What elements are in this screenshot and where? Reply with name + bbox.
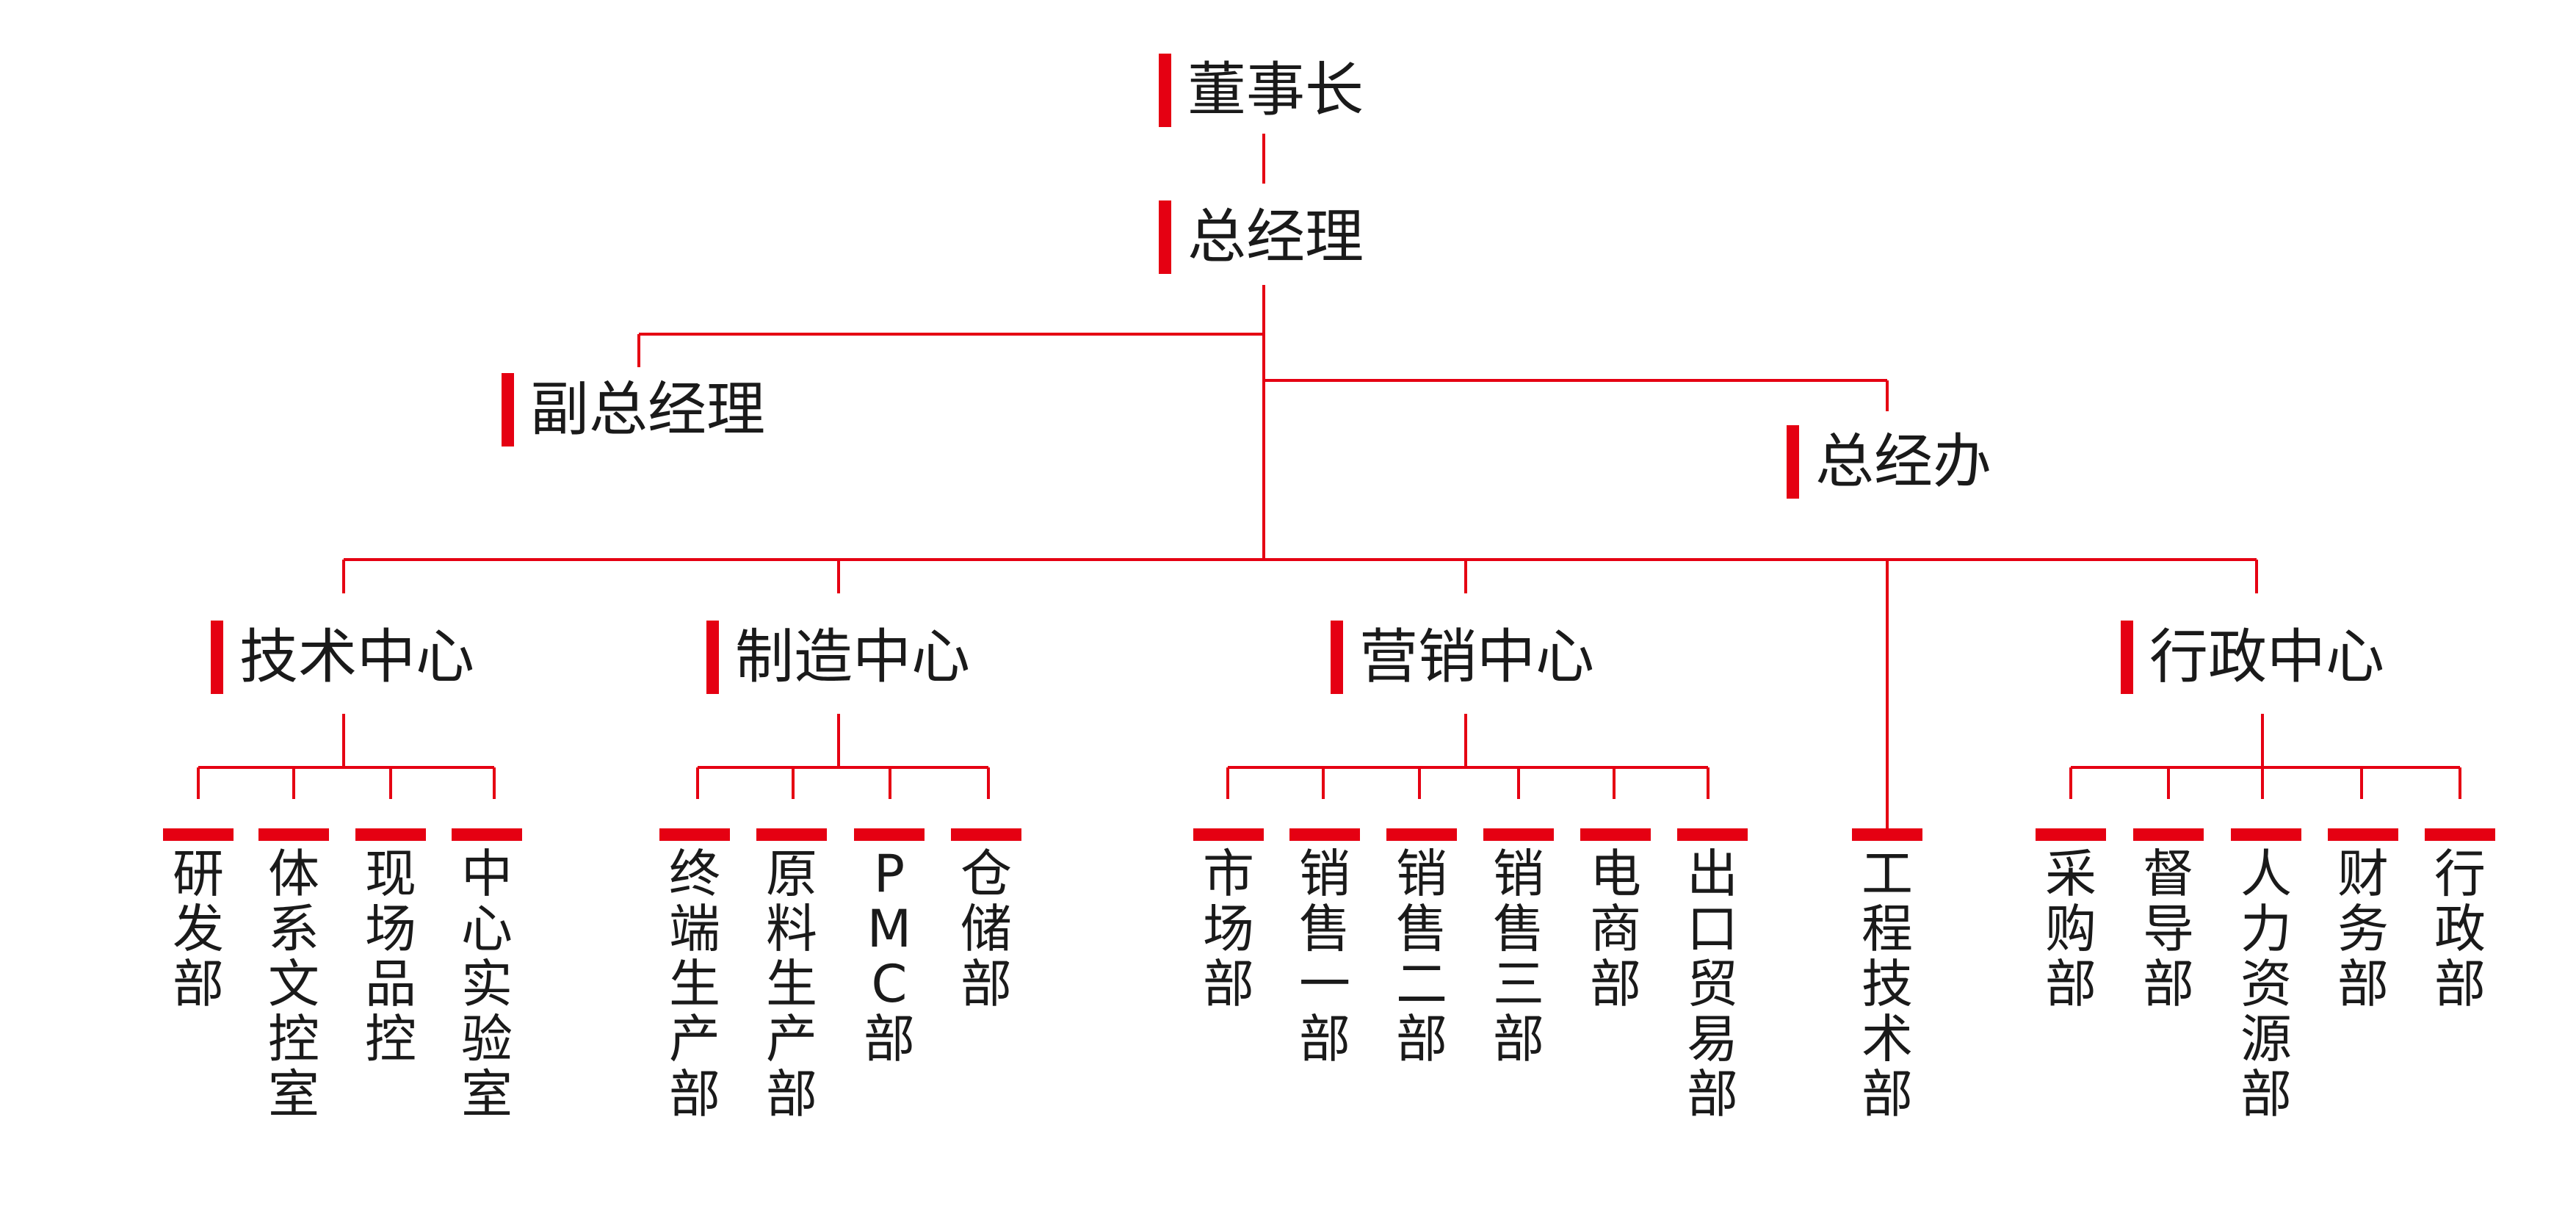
department-leaf: PMC部 [854, 828, 925, 1067]
admin-center-node: 行政中心 [2121, 617, 2384, 698]
department-label: PMC部 [864, 844, 915, 1069]
chairman-label: 董事长 [1187, 56, 1364, 124]
accent-bar [854, 828, 925, 841]
department-label: 销售二部 [1396, 844, 1447, 1069]
accent-bar [502, 373, 514, 446]
department-leaf: 人力资源部 [2231, 828, 2301, 1122]
manufacturing-center-label: 制造中心 [735, 623, 970, 691]
department-label: 终端生产部 [669, 844, 720, 1124]
accent-bar [1787, 425, 1799, 499]
accent-bar [706, 621, 719, 694]
department-label: 销售三部 [1493, 844, 1544, 1069]
department-leaf: 督导部 [2133, 828, 2204, 1012]
accent-bar [258, 828, 329, 841]
department-leaf-engineering: 工程技术部 [1852, 828, 1922, 1122]
department-label: 仓储部 [960, 844, 1012, 1014]
department-leaf: 中心实验室 [452, 828, 522, 1122]
department-label: 工程技术部 [1862, 844, 1913, 1124]
accent-bar [355, 828, 426, 841]
admin-center-label: 行政中心 [2149, 623, 2384, 691]
department-leaf: 销售三部 [1483, 828, 1554, 1067]
accent-bar [1677, 828, 1748, 841]
accent-bar [1289, 828, 1360, 841]
department-label: 销售一部 [1299, 844, 1350, 1069]
department-leaf: 终端生产部 [659, 828, 730, 1122]
department-leaf: 出口贸易部 [1677, 828, 1748, 1122]
department-label: 出口贸易部 [1687, 844, 1738, 1124]
department-leaf: 销售二部 [1386, 828, 1457, 1067]
gm-office-label: 总经办 [1815, 427, 1991, 496]
accent-bar [2133, 828, 2204, 841]
department-leaf: 行政部 [2425, 828, 2495, 1012]
accent-bar [1852, 828, 1922, 841]
department-leaf: 财务部 [2328, 828, 2398, 1012]
department-label: 原料生产部 [766, 844, 817, 1124]
department-leaf: 市场部 [1193, 828, 1264, 1012]
manufacturing-center-node: 制造中心 [706, 617, 970, 698]
marketing-center-label: 营销中心 [1359, 623, 1594, 691]
department-leaf: 电商部 [1580, 828, 1651, 1012]
accent-bar [1386, 828, 1457, 841]
accent-bar [2121, 621, 2133, 694]
general-manager-node: 总经理 [1159, 197, 1364, 278]
tech-center-node: 技术中心 [211, 617, 474, 698]
department-label: 人力资源部 [2240, 844, 2292, 1124]
accent-bar [2328, 828, 2398, 841]
accent-bar [2036, 828, 2106, 841]
department-label: 现场品控 [365, 844, 416, 1069]
department-leaf: 仓储部 [951, 828, 1021, 1012]
department-label: 督导部 [2143, 844, 2194, 1014]
chairman-node: 董事长 [1159, 50, 1364, 131]
department-leaf: 销售一部 [1289, 828, 1360, 1067]
department-label: 采购部 [2045, 844, 2096, 1014]
accent-bar [756, 828, 827, 841]
accent-bar [1483, 828, 1554, 841]
accent-bar [951, 828, 1021, 841]
tech-center-label: 技术中心 [239, 623, 474, 691]
department-label: 中心实验室 [461, 844, 513, 1124]
accent-bar [1159, 54, 1171, 127]
department-leaf: 采购部 [2036, 828, 2106, 1012]
accent-bar [659, 828, 730, 841]
department-label: 电商部 [1590, 844, 1641, 1014]
accent-bar [1580, 828, 1651, 841]
accent-bar [211, 621, 223, 694]
accent-bar [452, 828, 522, 841]
department-label: 研发部 [173, 844, 224, 1014]
department-label: 财务部 [2337, 844, 2389, 1014]
accent-bar [1159, 200, 1171, 274]
deputy-general-manager-node: 副总经理 [502, 369, 765, 450]
accent-bar [2425, 828, 2495, 841]
accent-bar [1193, 828, 1264, 841]
department-leaf: 体系文控室 [258, 828, 329, 1122]
marketing-center-node: 营销中心 [1331, 617, 1594, 698]
department-label: 体系文控室 [268, 844, 319, 1124]
gm-office-node: 总经办 [1787, 422, 1991, 502]
department-leaf: 原料生产部 [756, 828, 827, 1122]
general-manager-label: 总经理 [1187, 203, 1364, 271]
department-label: 市场部 [1203, 844, 1254, 1014]
department-label: 行政部 [2434, 844, 2486, 1014]
deputy-general-manager-label: 副总经理 [530, 375, 765, 444]
accent-bar [2231, 828, 2301, 841]
department-leaf: 现场品控 [355, 828, 426, 1067]
department-leaf: 研发部 [163, 828, 234, 1012]
accent-bar [163, 828, 234, 841]
accent-bar [1331, 621, 1343, 694]
